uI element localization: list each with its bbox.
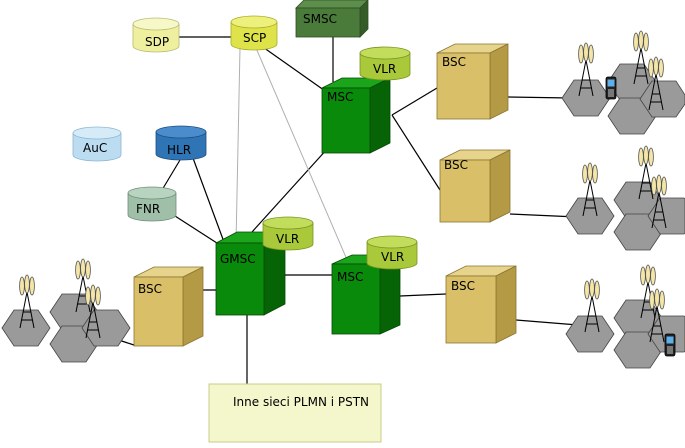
link-msc-bsc-top: [391, 87, 438, 116]
hex-cell: [639, 80, 685, 118]
link-msc-bsc-mid: [391, 114, 441, 191]
auc-database: AuC: [72, 126, 122, 162]
antenna-tower-icon: [19, 274, 35, 329]
msc-top-server: MSC: [321, 77, 391, 154]
hex-cell: [1, 309, 51, 347]
link-hlr-fnr: [161, 159, 181, 191]
msc-bottom-label: MSC: [337, 270, 363, 284]
bsc-mid-controller: BSC: [439, 149, 511, 223]
fnr-label: FNR: [136, 202, 160, 216]
signalling-lines: [235, 47, 349, 263]
fnr-database: FNR: [127, 186, 177, 222]
bsc-top-label: BSC: [442, 55, 466, 69]
bsc-left-controller: BSC: [133, 266, 204, 347]
smsc-server: SMSC: [295, 0, 369, 38]
scp-database: SCP: [230, 15, 278, 51]
vlr-bottom-label: VLR: [381, 250, 404, 264]
link-bsc-bottom-cell: [515, 319, 579, 326]
auc-label: AuC: [83, 141, 107, 155]
link-fnr-gmsc: [174, 215, 221, 246]
external-network-box: Inne sieci PLMN i PSTN: [208, 383, 382, 443]
hex-cell: [561, 79, 611, 117]
link-scp-gmsc: [235, 47, 241, 244]
gmsc-label: GMSC: [220, 252, 256, 266]
hlr-database: HLR: [155, 125, 207, 161]
vlr-gmsc-label: VLR: [276, 232, 299, 246]
hex-cell: [565, 315, 615, 353]
link-hlr-gmsc: [189, 149, 225, 243]
link-gmsc-msc-top: [251, 147, 329, 233]
hlr-label: HLR: [167, 143, 191, 157]
cell-cluster-left: [1, 293, 131, 363]
bsc-mid-label: BSC: [444, 158, 468, 172]
antenna-tower-icon: [638, 145, 654, 200]
antenna-tower-icon: [582, 162, 598, 217]
connection-lines: [99, 34, 579, 385]
vlr-gmsc-database: VLR: [262, 216, 314, 251]
antenna-tower-icon: [578, 42, 594, 97]
external-network-label: Inne sieci PLMN i PSTN: [233, 395, 369, 409]
smsc-label: SMSC: [303, 12, 337, 26]
msc-top-label: MSC: [327, 90, 353, 104]
link-msc-bsc-bottom: [399, 293, 447, 297]
bsc-top-controller: BSC: [436, 43, 509, 120]
scp-label: SCP: [243, 31, 266, 45]
gmsc-server: GMSC: [215, 231, 286, 316]
link-bsc-top-cell: [507, 96, 571, 99]
bsc-bottom-right-controller: BSC: [445, 265, 517, 344]
hex-cell: [647, 197, 685, 235]
hex-cell: [81, 309, 131, 347]
bsc-bottom-right-label: BSC: [451, 279, 475, 293]
mobile-phone-icon: [605, 76, 617, 100]
antenna-tower-icon: [633, 30, 649, 85]
sdp-label: SDP: [145, 35, 169, 49]
vlr-top-database: VLR: [359, 46, 411, 81]
hex-cell: [565, 197, 615, 235]
sdp-database: SDP: [132, 17, 180, 53]
link-scp-msc-bottom: [255, 47, 349, 263]
cell-cluster-top-right: [561, 63, 685, 135]
link-bsc-mid-cell: [509, 213, 578, 218]
vlr-bottom-database: VLR: [366, 235, 418, 270]
mobile-phone-icon: [664, 333, 676, 357]
cell-cluster-mid-right: [565, 181, 685, 251]
antenna-tower-icon: [584, 278, 600, 333]
vlr-top-label: VLR: [373, 62, 396, 76]
cell-cluster-bottom-right: [565, 299, 685, 369]
bsc-left-label: BSC: [138, 282, 162, 296]
